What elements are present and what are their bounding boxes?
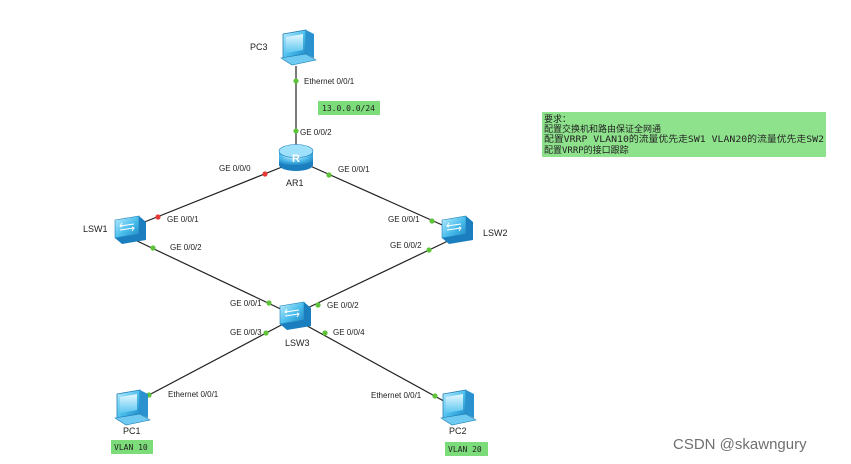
port-dot — [429, 218, 435, 224]
links — [129, 66, 452, 406]
port-label: GE 0/0/1 — [167, 215, 199, 224]
port-label: GE 0/0/2 — [300, 128, 332, 137]
port-label: Ethernet 0/0/1 — [168, 390, 219, 399]
device-label-lsw1: LSW1 — [83, 224, 108, 234]
watermark: CSDN @skawngury — [673, 436, 807, 453]
vlan10-tag-bg — [111, 440, 153, 454]
port-dots — [146, 78, 438, 399]
port-label: Ethernet 0/0/1 — [304, 77, 355, 86]
device-label-ar1: AR1 — [286, 178, 304, 188]
device-label-pc3: PC3 — [250, 42, 268, 52]
port-dot — [262, 171, 268, 177]
port-label: GE 0/0/1 — [338, 165, 370, 174]
port-dot — [150, 245, 156, 251]
note-line-2: 配置交换机和路由保证全网通 — [544, 123, 661, 135]
pc2-icon[interactable] — [440, 389, 477, 426]
port-label: GE 0/0/3 — [230, 328, 262, 337]
vlan20-tag-bg — [445, 442, 488, 456]
port-label: GE 0/0/2 — [327, 301, 359, 310]
port-label: GE 0/0/1 — [230, 299, 262, 308]
device-label-pc2: PC2 — [449, 426, 467, 436]
router-ar1-icon[interactable]: R — [278, 144, 314, 172]
vlan10-tag: VLAN 10 — [114, 443, 148, 452]
port-label: GE 0/0/0 — [219, 164, 251, 173]
link-lsw1-lsw3 — [134, 239, 288, 313]
port-dot — [315, 302, 321, 308]
port-dot — [322, 330, 328, 336]
port-dot — [293, 128, 299, 134]
port-label: GE 0/0/2 — [390, 241, 422, 250]
link-lsw3-pc1 — [129, 321, 288, 406]
device-label-lsw3: LSW3 — [285, 338, 310, 348]
port-dot — [266, 300, 272, 306]
subnet-tag: 13.0.0.0/24 — [322, 104, 375, 113]
note-line-1: 要求： — [544, 113, 571, 125]
device-label-pc1: PC1 — [123, 426, 141, 436]
svg-text:R: R — [292, 153, 300, 165]
port-dot — [293, 78, 299, 84]
note-line-3: 配置VRRP VLAN10的流量优先走SW1 VLAN20的流量优先走SW2 — [544, 133, 824, 145]
port-dot — [426, 247, 432, 253]
subnet-tag-bg — [318, 101, 380, 115]
switch-lsw3-icon[interactable] — [279, 301, 311, 330]
pc1-icon[interactable] — [114, 389, 151, 426]
port-dot — [155, 214, 161, 220]
port-label: GE 0/0/2 — [170, 243, 202, 252]
port-label: GE 0/0/1 — [388, 215, 420, 224]
vlan20-tag: VLAN 20 — [448, 445, 482, 454]
switch-lsw2-icon[interactable] — [441, 215, 473, 244]
device-label-lsw2: LSW2 — [483, 228, 508, 238]
switch-lsw1-icon[interactable] — [114, 215, 146, 244]
port-label: GE 0/0/4 — [333, 328, 365, 337]
pc3-icon[interactable] — [280, 29, 317, 66]
link-ar1-lsw1 — [136, 164, 288, 226]
link-lsw2-lsw3 — [298, 239, 451, 313]
port-dot — [263, 330, 269, 336]
port-dot — [326, 172, 332, 178]
port-label: Ethernet 0/0/1 — [371, 391, 422, 400]
port-dot — [432, 393, 438, 399]
note-line-4: 配置VRRP的接口跟踪 — [544, 144, 629, 156]
requirements-note-bg — [542, 112, 826, 157]
link-lsw3-pc2 — [299, 321, 452, 406]
